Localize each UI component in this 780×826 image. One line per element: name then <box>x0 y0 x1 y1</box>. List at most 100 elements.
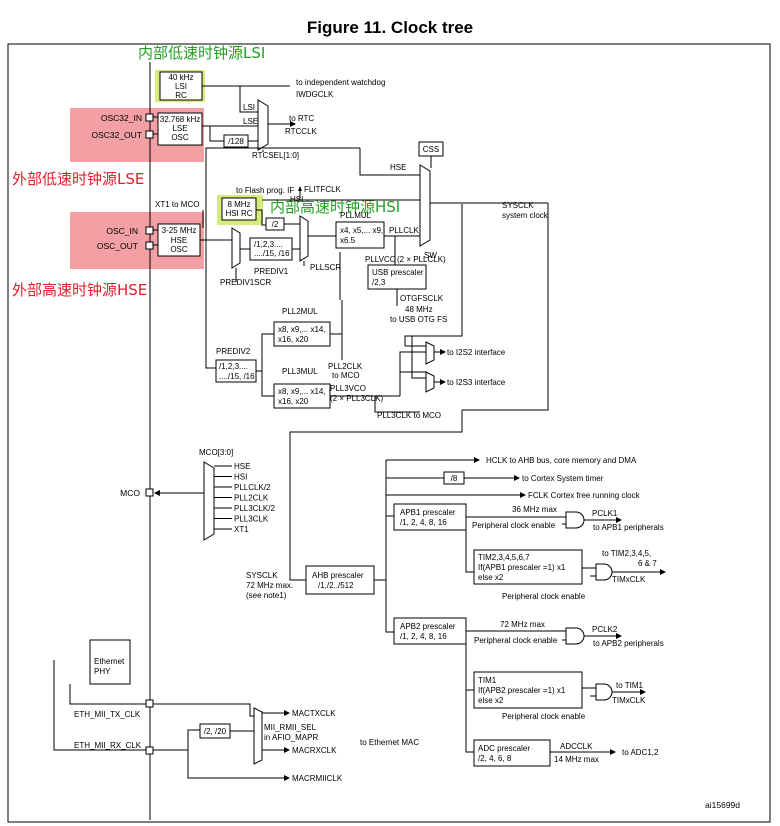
prediv2-values-1: /1,2,3.... <box>219 362 248 371</box>
osc32-out-pin <box>145 130 154 139</box>
prediv1-label: PREDIV1 <box>254 267 289 276</box>
apb2-tim-rule: If(APB2 prescaler =1) x1 <box>478 686 566 695</box>
apb1-and-gate <box>565 511 585 529</box>
apb1-tim-title: TIM2,3,4,5,6,7 <box>478 553 530 562</box>
hclk-label: HCLK to AHB bus, core memory and DMA <box>486 456 637 465</box>
hse-type: OSC <box>170 245 188 254</box>
eth-div-label: /2, /20 <box>204 727 227 736</box>
apb2-max-label: 72 MHz max <box>500 620 545 629</box>
usb-prescaler-box <box>367 264 427 290</box>
apb2-and-gate <box>565 627 585 645</box>
mco-input-xt1: XT1 <box>234 525 249 534</box>
apb2-tim-and-gate <box>595 683 613 701</box>
prediv1-values-2: ..../15, /16 <box>254 249 290 258</box>
flitfclk-label: FLITFCLK <box>304 185 342 194</box>
figure-title: Figure 11. Clock tree <box>306 18 474 37</box>
apb2-prescaler-values: /1, 2, 4, 8, 16 <box>400 632 447 641</box>
eth-tx-pin <box>145 699 154 708</box>
hsi-rc-box <box>221 197 257 221</box>
pllmul-box <box>335 221 385 249</box>
mco-pin <box>145 488 154 497</box>
ahb-note-label: (see note1) <box>246 591 287 600</box>
usb-prescaler-title: USB prescaler <box>372 268 424 277</box>
sw-hsi-label: HSI <box>290 195 303 204</box>
hse-osc-box <box>157 223 201 257</box>
div128-label: /128 <box>228 137 244 146</box>
apb1-tim-else: else x2 <box>478 573 504 582</box>
mco-input-hse: HSE <box>234 462 250 471</box>
to-cortex-label: to Cortex System timer <box>522 474 604 483</box>
ahb-prescaler-values: /1,/2../512 <box>318 581 354 590</box>
rtc-mux <box>257 99 269 151</box>
prediv1scr-mux <box>231 227 241 269</box>
apb2-tim-pce-label: Peripheral clock enable <box>502 712 586 721</box>
sysclk-label: SYSCLK <box>502 201 534 210</box>
pll2mul-values-2: x16, x20 <box>278 335 309 344</box>
lse-annotation: 外部低速时钟源LSE <box>12 170 144 188</box>
rtcsel-label: RTCSEL[1:0] <box>252 151 299 160</box>
apb1-tim-box <box>473 549 583 585</box>
hsi-div2-label: /2 <box>272 220 279 229</box>
to-i2s3-label: to I2S3 interface <box>447 378 506 387</box>
rtcclk-label: RTCCLK <box>285 127 318 136</box>
adc-max-label: 14 MHz max <box>554 755 599 764</box>
to-rtc-label: to RTC <box>289 114 314 123</box>
pll3clk-to-mco: PLL3CLK to MCO <box>377 411 441 420</box>
lse-type: OSC <box>171 133 189 142</box>
mco-input-pllclk-2: PLLCLK/2 <box>234 483 271 492</box>
div8-label: /8 <box>451 474 458 483</box>
eth-mux <box>253 707 263 765</box>
apb1-prescaler-title: APB1 prescaler <box>400 508 456 517</box>
pllscr-mux <box>299 215 309 262</box>
lsi-annotation: 内部低速时钟源LSI <box>138 44 265 62</box>
prediv1-values-1: /1,2,3.... <box>254 240 283 249</box>
apb1-tim-to: to TIM2,3,4,5, <box>602 549 651 558</box>
apb1-prescaler-values: /1, 2, 4, 8, 16 <box>400 518 447 527</box>
sw-label: SW <box>424 251 437 260</box>
mii-rmii-sel-label: MII_RMII_SEL <box>264 723 317 732</box>
pll2clk-label: PLL2CLK <box>328 362 363 371</box>
css-label: CSS <box>423 145 439 154</box>
pll3vco-label: PLL3VCO <box>330 384 366 393</box>
to-apb2-label: to APB2 peripherals <box>593 639 664 648</box>
osc32-in-label: OSC32_IN <box>101 113 142 123</box>
otgfsclk-label: OTGFSCLK <box>400 294 444 303</box>
apb2-tim-title: TIM1 <box>478 676 497 685</box>
adc-prescaler-box <box>473 739 551 767</box>
i2s2-mux <box>425 341 435 365</box>
apb1-pce-label: Peripheral clock enable <box>472 521 556 530</box>
iwdgclk-label: IWDGCLK <box>296 90 334 99</box>
apb2-timxclk: TIMxCLK <box>612 696 646 705</box>
pllmul-title: PLLMUL <box>340 211 372 220</box>
apb1-max-label: 36 MHz max <box>512 505 557 514</box>
usb-freq-label: 48 MHz <box>405 305 433 314</box>
apb2-tim-box <box>473 671 583 709</box>
adc-prescaler-values: /2, 4, 6, 8 <box>478 754 512 763</box>
i2s3-mux <box>425 371 435 393</box>
mco-input-pll3clk: PLL3CLK <box>234 515 269 524</box>
to-flash-label: to Flash prog. IF <box>236 186 294 195</box>
apb1-tim-and-gate <box>595 563 613 581</box>
mco-input-pll3clk-2: PLL3CLK/2 <box>234 504 275 513</box>
pllvco-label: PLLVCO <box>365 255 396 264</box>
lse-label: LSE <box>172 124 187 133</box>
osc-out-label: OSC_OUT <box>97 241 138 251</box>
pll2mul-values-1: x8, x9,... x14, <box>278 325 326 334</box>
eth-rx-label: ETH_MII_RX_CLK <box>74 741 142 750</box>
pll2mul-title: PLL2MUL <box>282 307 318 316</box>
apb1-timxclk: TIMxCLK <box>612 575 646 584</box>
to-adc-label: to ADC1,2 <box>622 748 659 757</box>
macrmiiclk-label: MACRMIICLK <box>292 774 343 783</box>
apb1-tim-to2: 6 & 7 <box>638 559 657 568</box>
mco-input-pll2clk: PLL2CLK <box>234 494 269 503</box>
apb1-prescaler-box <box>393 503 467 531</box>
apb2-prescaler-title: APB2 prescaler <box>400 622 456 631</box>
lsi-label: LSI <box>175 82 187 91</box>
lsi-rc-box <box>159 71 203 101</box>
apb2-tim-to: to TIM1 <box>616 681 644 690</box>
osc-in-label: OSC_IN <box>106 226 138 236</box>
lsi-type: RC <box>175 91 187 100</box>
to-iwdg-label: to independent watchdog <box>296 78 385 87</box>
